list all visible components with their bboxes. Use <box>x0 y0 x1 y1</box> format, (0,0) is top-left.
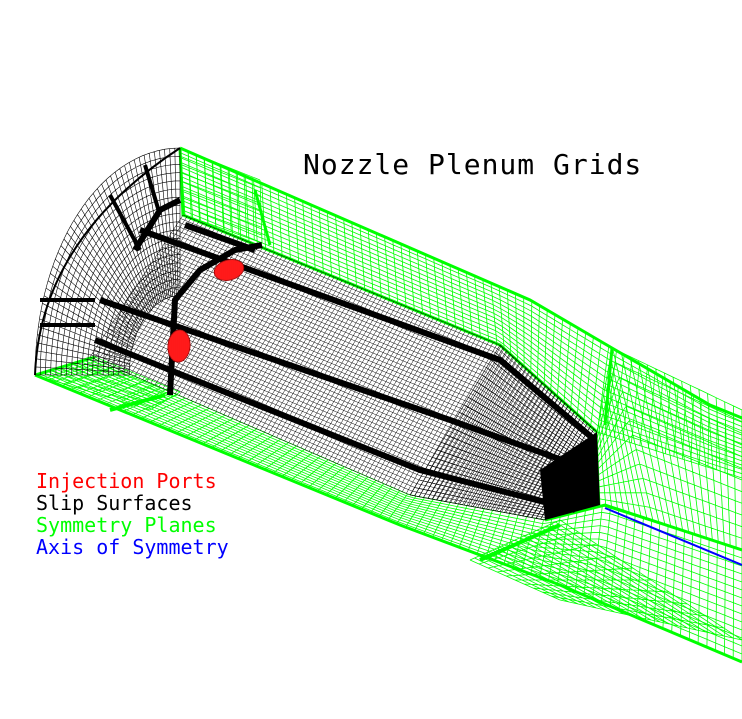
outlet-lower-edge <box>544 503 742 552</box>
legend-item-slip-surfaces: Slip Surfaces <box>36 491 193 515</box>
slip-band-1 <box>99 297 592 473</box>
lower-head-rib <box>109 393 166 412</box>
legend-item-axis-of-symmetry: Axis of Symmetry <box>36 535 229 559</box>
lower-plane-outlet-block <box>469 519 742 641</box>
outlet-dense-grid <box>540 432 600 520</box>
slip-band-4 <box>167 242 263 396</box>
injection-ports <box>167 259 245 363</box>
slip-surface-grids <box>34 147 600 521</box>
legend: Injection Ports Slip Surfaces Symmetry P… <box>36 470 229 558</box>
lower-head-edge <box>34 355 96 377</box>
head-radial-slip-band <box>108 164 162 251</box>
upper-head-rib <box>253 189 272 246</box>
upper-symmetry-plane <box>179 147 742 479</box>
legend-item-injection-ports: Injection Ports <box>36 469 217 493</box>
symmetry-plane-grids <box>34 146 742 664</box>
figure-title: Nozzle Plenum Grids <box>303 148 643 181</box>
head-dome-grid <box>34 147 181 376</box>
nozzle-converging-grid <box>409 344 598 521</box>
dome-outer-edge <box>34 147 181 376</box>
lower-outlet-rib <box>479 523 561 562</box>
lower-outer-edge <box>34 373 742 664</box>
injection-port-lower-hatch <box>167 330 191 362</box>
axis-of-symmetry-line <box>604 507 742 566</box>
legend-item-symmetry-planes: Symmetry Planes <box>36 513 217 537</box>
axis-line <box>604 507 742 566</box>
outlet-rib <box>603 347 614 426</box>
injection-port-upper <box>213 259 245 281</box>
slip-band-2 <box>93 337 576 513</box>
